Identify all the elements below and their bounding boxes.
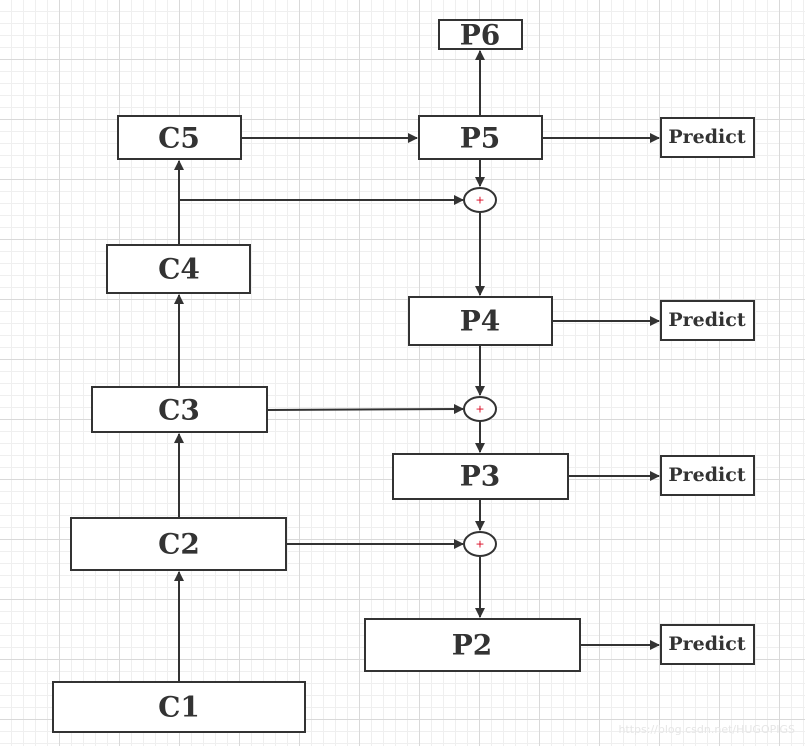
node-p2: P2 <box>364 618 581 672</box>
node-c2-label: C2 <box>158 528 200 561</box>
node-p2-label: P2 <box>452 629 493 662</box>
predict-box-p3: Predict <box>660 455 755 496</box>
node-p5: P5 <box>418 115 543 160</box>
node-c2: C2 <box>70 517 287 571</box>
node-c3: C3 <box>91 386 268 433</box>
node-p5-label: P5 <box>460 122 501 155</box>
sum-node-p2: + <box>463 531 497 557</box>
predict-box-p5: Predict <box>660 117 755 158</box>
node-c5-label: C5 <box>158 122 200 155</box>
node-c3-label: C3 <box>158 394 200 427</box>
node-p4: P4 <box>408 296 553 346</box>
predict-box-p2: Predict <box>660 624 755 665</box>
node-c1: C1 <box>52 681 306 733</box>
sum-node-p3: + <box>463 396 497 422</box>
plus-icon: + <box>475 538 484 551</box>
plus-icon: + <box>475 194 484 207</box>
edge-c3-sum2 <box>266 404 464 415</box>
watermark: https://blog.csdn.net/HUGOPIGS <box>618 723 795 736</box>
node-c5: C5 <box>117 115 242 160</box>
predict-label: Predict <box>668 126 745 148</box>
node-p6-label: P6 <box>460 19 501 52</box>
predict-label: Predict <box>668 464 745 486</box>
node-p3: P3 <box>392 453 569 500</box>
plus-icon: + <box>475 403 484 416</box>
sum-node-p4: + <box>463 187 497 213</box>
node-c4-label: C4 <box>158 253 200 286</box>
predict-label: Predict <box>668 633 745 655</box>
node-p6: P6 <box>438 19 523 52</box>
node-c1-label: C1 <box>158 691 200 724</box>
node-p4-label: P4 <box>460 305 501 338</box>
node-p3-label: P3 <box>460 460 501 493</box>
predict-label: Predict <box>668 309 745 331</box>
predict-box-p4: Predict <box>660 300 755 341</box>
node-c4: C4 <box>106 244 251 294</box>
